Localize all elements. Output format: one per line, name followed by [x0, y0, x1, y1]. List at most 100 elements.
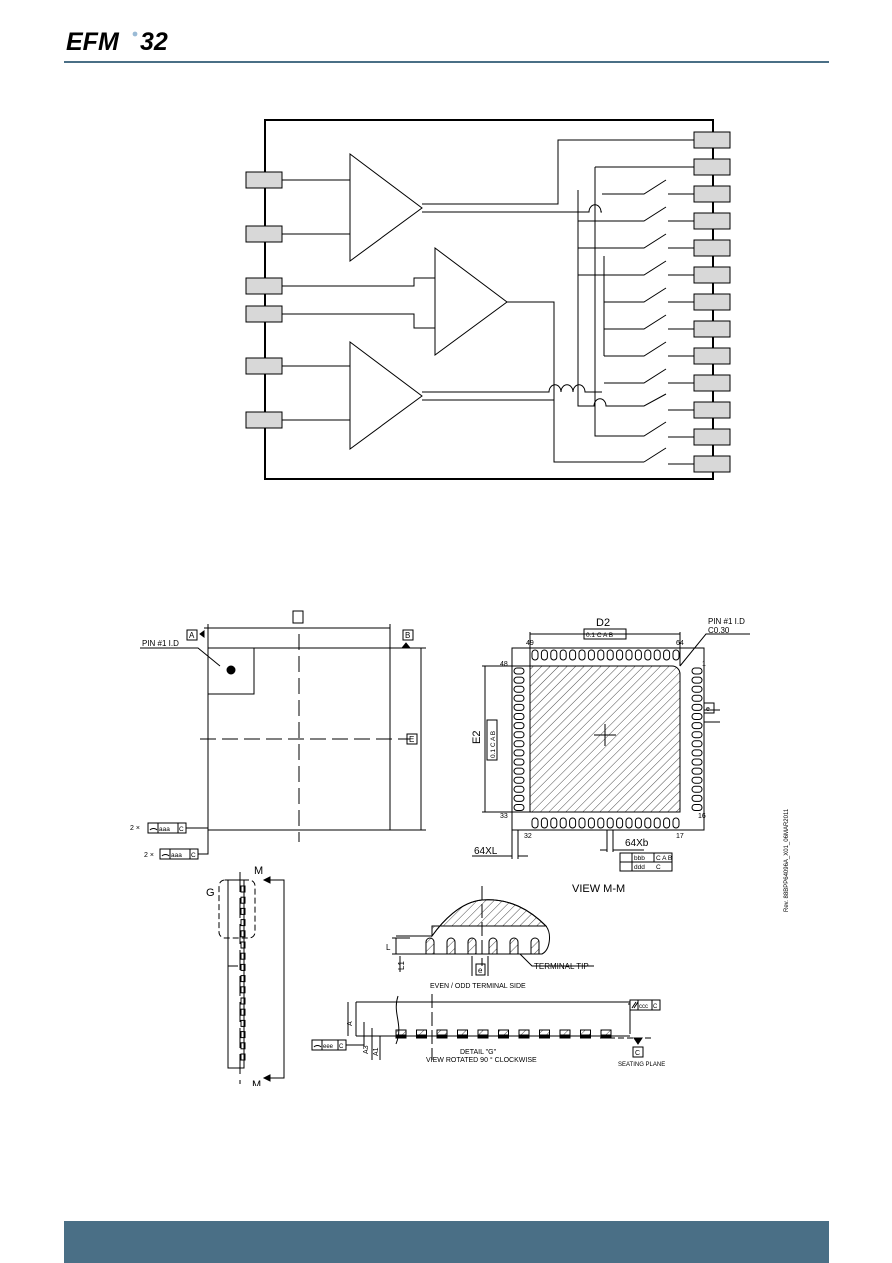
bbb-datum: C A B	[656, 855, 672, 862]
lead-pad-left	[513, 685, 525, 693]
dim-l-label: L	[386, 943, 391, 952]
tol-value-2: aaa	[171, 852, 182, 859]
package-body-bottom	[511, 647, 705, 831]
pin1-leader-bottom	[679, 633, 750, 667]
lead-pad-left	[513, 667, 525, 675]
datum-c-box	[632, 1046, 644, 1058]
dim-xb-line	[600, 830, 644, 852]
detail-pad-foot	[395, 1035, 407, 1039]
lead-pad-right	[691, 794, 703, 802]
detail-pad	[416, 1029, 427, 1036]
eee-dividers	[313, 1040, 339, 1050]
dim-l1-label: L1	[397, 961, 406, 970]
dim-e2-label: E2	[471, 731, 483, 744]
lead-pad-left	[513, 703, 525, 711]
right-pin	[693, 455, 731, 473]
ccc-frame	[629, 999, 661, 1011]
lead-pad-right	[691, 804, 703, 811]
efm32-logo: EFM 32	[66, 28, 168, 54]
pin-32: 32	[524, 833, 532, 840]
ddd-label: ddd	[634, 864, 645, 871]
lead-pad-top	[606, 649, 614, 661]
lead-pad-left	[513, 776, 525, 784]
lead-pad-right	[691, 722, 703, 730]
d2-tolerance-frame	[583, 628, 627, 640]
section-arrow-top	[262, 876, 271, 884]
lead-pad-top	[644, 649, 652, 661]
right-pin	[693, 428, 731, 446]
side-pin	[240, 1008, 246, 1016]
lead-pad-right	[691, 758, 703, 766]
terminal-slot	[509, 937, 519, 954]
dim-e-terminal-box	[475, 963, 486, 976]
ccc-dividers	[631, 1000, 653, 1010]
bus-b	[594, 167, 634, 437]
tol-frame-2-dividers	[161, 849, 191, 859]
lead-pad-bottom	[550, 817, 558, 829]
lead-pad-left	[513, 767, 525, 775]
pin1-label: PIN #1 I.D	[142, 639, 179, 648]
dim-d-box	[292, 610, 304, 624]
input-wires	[282, 179, 435, 421]
dim-e-box	[406, 733, 418, 745]
detail-pad	[600, 1029, 612, 1036]
right-pin	[693, 374, 731, 392]
lead-pad-right	[691, 749, 703, 757]
lead-pad-bottom	[540, 817, 548, 829]
left-pin	[245, 305, 283, 323]
terminal-caption: EVEN / ODD TERMINAL SIDE	[430, 983, 526, 990]
lead-pad-top	[550, 649, 558, 661]
position-frame-dividers	[620, 853, 672, 871]
dim-l-lines	[392, 937, 410, 972]
lead-pad-top	[634, 649, 642, 661]
side-pin	[240, 930, 246, 938]
lead-pad-left	[513, 749, 525, 757]
lead-pad-right	[691, 703, 703, 711]
terminal-slot	[467, 937, 477, 954]
lead-pad-right	[691, 731, 703, 739]
side-pin	[240, 907, 246, 915]
lead-pad-bottom	[578, 817, 586, 829]
lead-pad-left	[513, 804, 525, 811]
detail-pad-foot	[416, 1035, 427, 1039]
detail-pad-foot	[457, 1035, 468, 1039]
seating-plane-label: SEATING PLANE	[618, 1062, 665, 1068]
detail-pad	[539, 1029, 550, 1036]
pin-16: 16	[698, 813, 706, 820]
detail-g-dims	[347, 1002, 381, 1060]
lead-pad-bottom	[531, 817, 539, 829]
section-m-bottom: M	[252, 1079, 261, 1086]
section-arrow-bottom	[262, 1074, 271, 1082]
right-pin	[693, 347, 731, 365]
pin-48: 48	[500, 661, 508, 668]
detail-pad	[436, 1029, 448, 1036]
side-view: M M G	[206, 865, 285, 1086]
opamp-3	[349, 341, 423, 450]
tol-frame-1-dividers	[149, 823, 179, 833]
detail-pad-foot	[539, 1035, 550, 1039]
dim-a1-label: A1	[373, 1047, 380, 1056]
right-pin	[693, 212, 731, 230]
detail-g-caption-1: DETAIL "G"	[460, 1049, 497, 1056]
view-title: VIEW M-M	[572, 883, 625, 895]
terminal-slot	[446, 937, 456, 954]
detail-pad-foot	[477, 1035, 489, 1039]
lead-pad-bottom	[597, 817, 605, 829]
side-pin	[240, 896, 246, 904]
right-pin	[693, 320, 731, 338]
ddd-datum: C	[656, 864, 661, 871]
lead-pad-left	[513, 676, 525, 684]
pin-64: 64	[676, 640, 684, 647]
terminal-slot	[425, 937, 435, 954]
lead-pad-left	[513, 794, 525, 802]
detail-g-view: A A3 A1 ccc C eee C C SEATING PLANE DETA…	[311, 994, 665, 1068]
right-pin	[693, 158, 731, 176]
lead-width-label: 64Xb	[625, 838, 649, 849]
detail-pad-foot	[518, 1035, 530, 1039]
dim-d2-line	[529, 632, 681, 666]
lead-pad-left	[513, 785, 525, 793]
tol-datum-2: C	[191, 852, 196, 859]
pitch-lines	[704, 709, 720, 723]
lead-pad-right	[691, 667, 703, 675]
logo-prefix: EFM	[66, 28, 120, 54]
